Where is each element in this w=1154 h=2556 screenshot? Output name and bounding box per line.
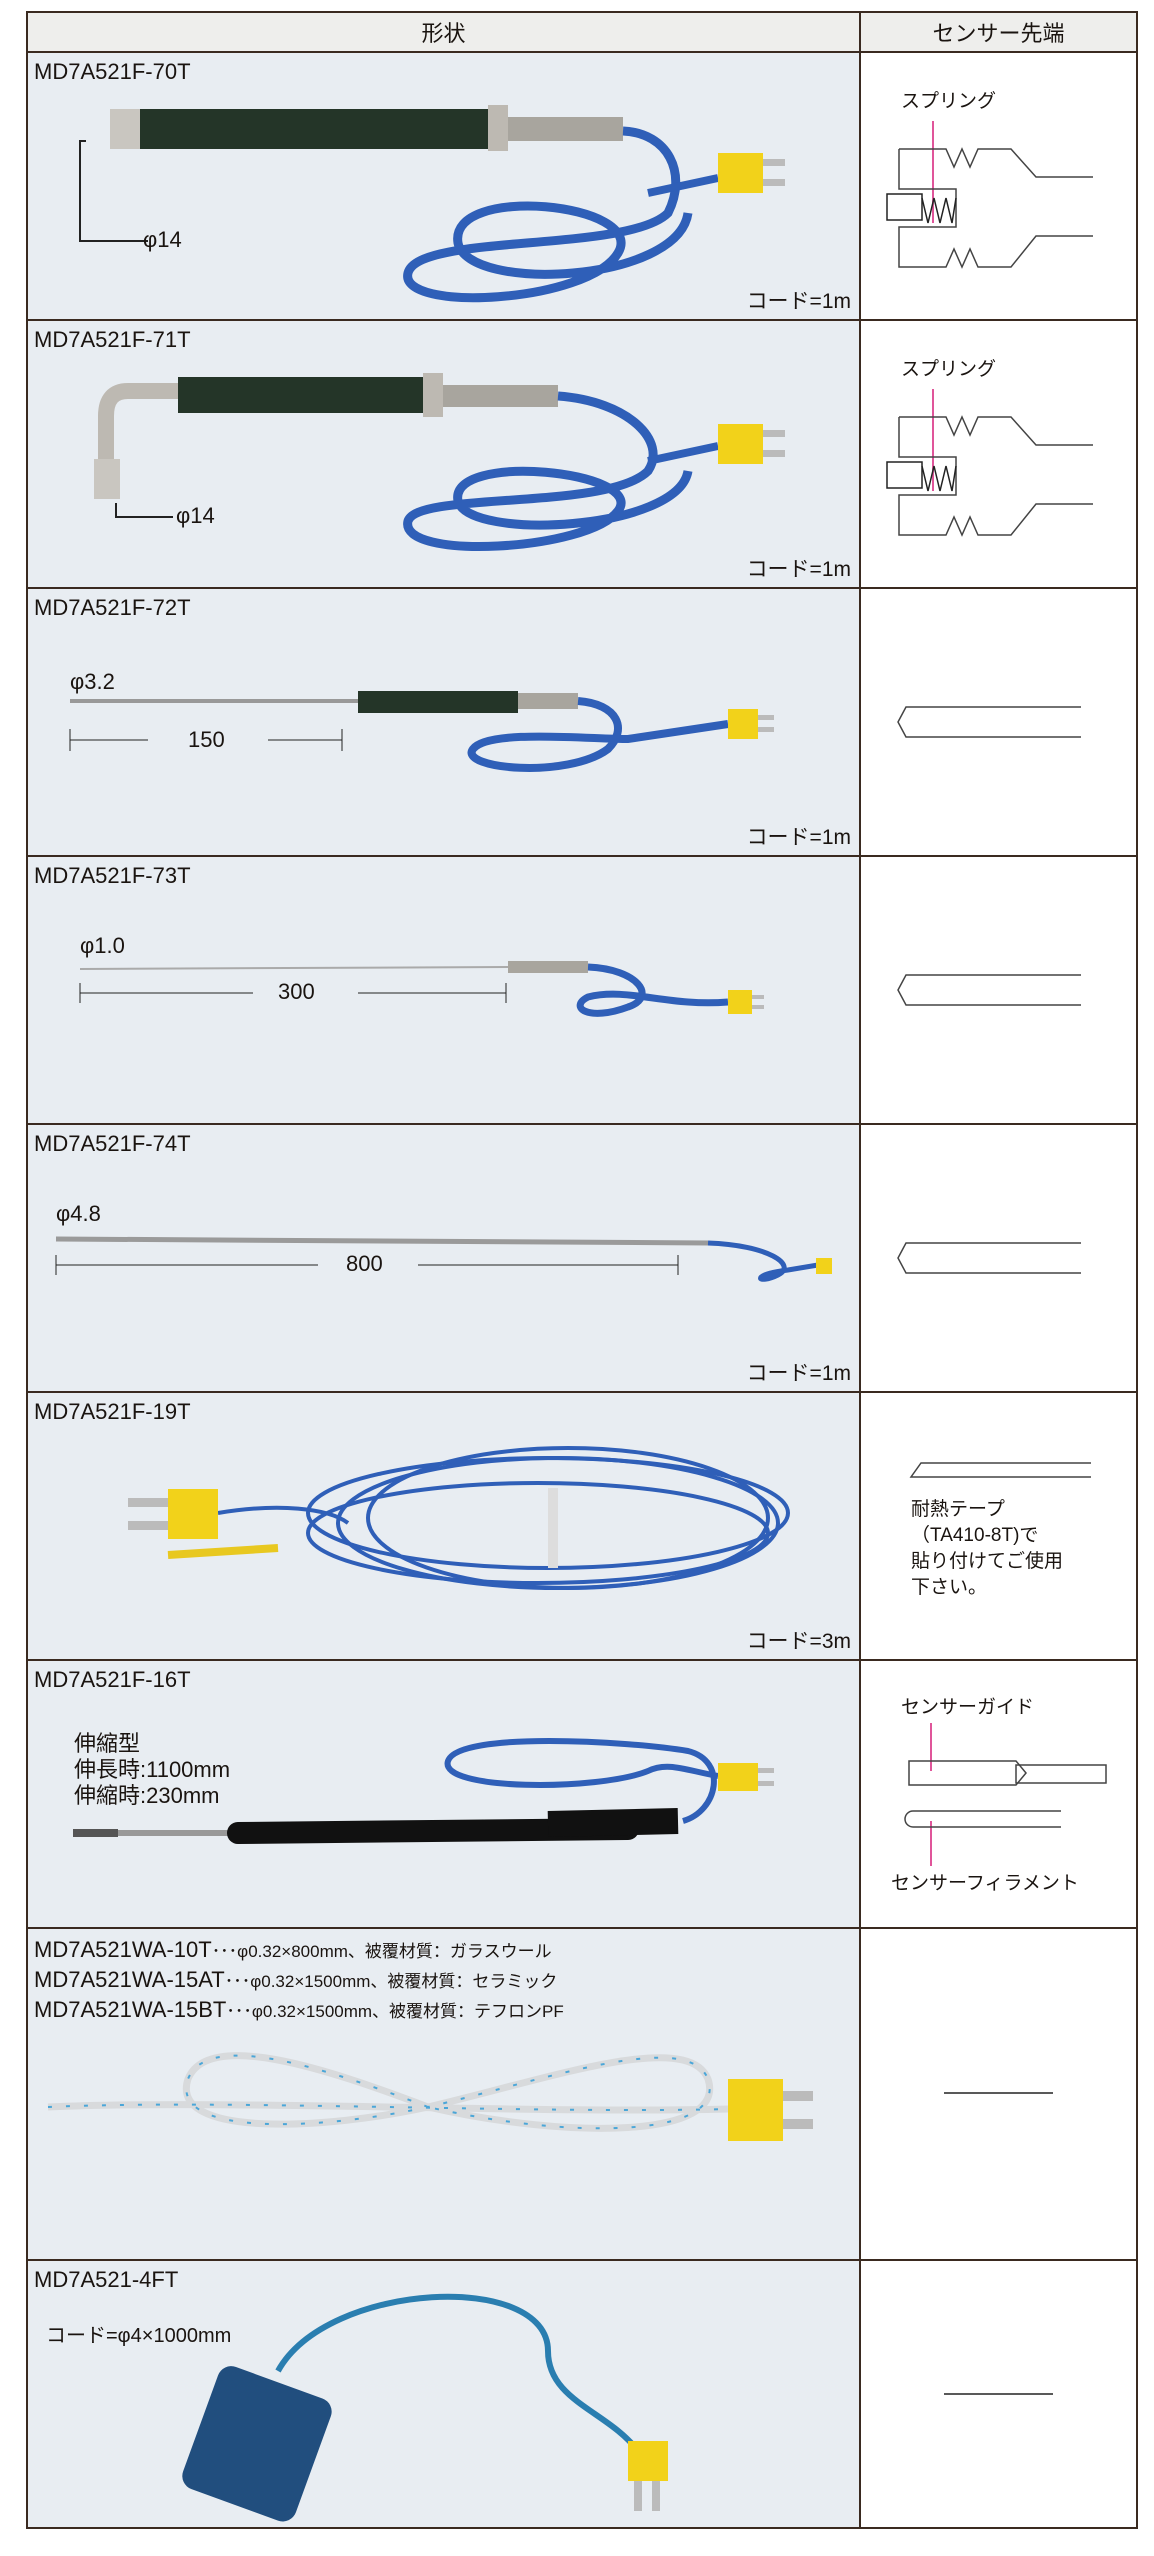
- tip-diagram-pointed: [897, 1242, 1081, 1274]
- model-name: MD7A521-4FT: [34, 2267, 179, 2292]
- table-row: MD7A521-4FT コード=φ4×1000mm: [26, 2259, 1138, 2529]
- cord-length: コード=1m: [746, 290, 851, 313]
- header-shape: 形状: [26, 11, 861, 53]
- table-row: MD7A521F-19T コード=3m 耐熱テープ （TA410-8T)で 貼り…: [26, 1391, 1138, 1661]
- probe-image: [128, 1446, 790, 1590]
- cord-length: コード=1m: [746, 826, 851, 849]
- tip-label-filament: センサーフィラメント: [891, 1873, 1079, 1894]
- model-name: MD7A521F-73T: [34, 863, 191, 888]
- length-label: 150: [188, 727, 225, 752]
- telescopic-notes: 伸縮型 伸長時:1100mm 伸縮時:230mm: [74, 1731, 231, 1808]
- probe-image: [69, 691, 774, 772]
- cord-spec: コード=φ4×1000mm: [46, 2325, 232, 2347]
- probe-image: [182, 2293, 668, 2522]
- diameter-label: φ3.2: [70, 669, 115, 694]
- table-row: MD7A521WA-10T･･･φ0.32×800mm、被覆材質：ガラスウール …: [26, 1927, 1138, 2261]
- table-row: MD7A521F-16T 伸縮型 伸長時:1100mm 伸縮時:230mm セン…: [26, 1659, 1138, 1929]
- tip-label-spring: スプリング: [901, 91, 997, 112]
- probe-image: [79, 961, 764, 1017]
- tip-diagram-spring: [886, 121, 1093, 269]
- diameter-label: φ14: [176, 503, 215, 528]
- table-row: MD7A521F-72T φ3.2 150 コード=1m: [26, 587, 1138, 857]
- probe-image: [94, 373, 785, 551]
- sensor-spec-table: 形状 センサー先端 MD7A521F-70T φ14 コード=1m スプリング: [26, 11, 1138, 2529]
- model-name: MD7A521F-72T: [34, 595, 191, 620]
- model-name: MD7A521F-19T: [34, 1399, 191, 1424]
- table-row: MD7A521F-74T φ4.8 800 コード=1m: [26, 1123, 1138, 1393]
- diameter-label: φ14: [143, 227, 182, 252]
- tip-diagram-none: [944, 2393, 1053, 2395]
- cord-length: コード=1m: [746, 558, 851, 581]
- table-row: MD7A521F-73T φ1.0 300: [26, 855, 1138, 1125]
- probe-image: [73, 1738, 774, 1844]
- length-label: 300: [278, 979, 315, 1004]
- wire-item: MD7A521WA-15AT･･･φ0.32×1500mm、被覆材質：セラミック: [34, 1967, 558, 1992]
- model-name: MD7A521F-16T: [34, 1667, 191, 1692]
- table-row: MD7A521F-70T φ14 コード=1m スプリング: [26, 51, 1138, 321]
- length-label: 800: [346, 1251, 383, 1276]
- header-sensor-tip: センサー先端: [859, 11, 1138, 53]
- wire-image: [47, 2052, 813, 2141]
- table-row: MD7A521F-71T φ14 コード=1m スプリング: [26, 319, 1138, 589]
- tip-label-guide: センサーガイド: [901, 1697, 1035, 1718]
- probe-image: [79, 105, 785, 303]
- tip-diagram-spring: [886, 389, 1093, 537]
- tip-label-spring: スプリング: [901, 359, 997, 380]
- tip-diagram-pointed: [897, 974, 1081, 1006]
- tip-diagram-tape: [909, 1462, 1091, 1478]
- model-name: MD7A521F-74T: [34, 1131, 191, 1156]
- wire-item: MD7A521WA-15BT･･･φ0.32×1500mm、被覆材質：テフロンP…: [34, 1997, 564, 2022]
- tip-diagram-bare-wire: [944, 2092, 1053, 2094]
- diameter-label: φ4.8: [56, 1201, 101, 1226]
- model-name: MD7A521F-70T: [34, 59, 191, 84]
- tip-diagram-pointed: [897, 706, 1081, 738]
- model-name: MD7A521F-71T: [34, 327, 191, 352]
- probe-image: [55, 1236, 832, 1282]
- cord-length: コード=1m: [746, 1362, 851, 1385]
- cord-length: コード=3m: [746, 1630, 851, 1653]
- wire-item: MD7A521WA-10T･･･φ0.32×800mm、被覆材質：ガラスウール: [34, 1937, 552, 1962]
- tip-note: 耐熱テープ （TA410-8T)で 貼り付けてご使用 下さい。: [911, 1499, 1064, 1598]
- diameter-label: φ1.0: [80, 933, 125, 958]
- tip-diagram-guide: [904, 1723, 1107, 1866]
